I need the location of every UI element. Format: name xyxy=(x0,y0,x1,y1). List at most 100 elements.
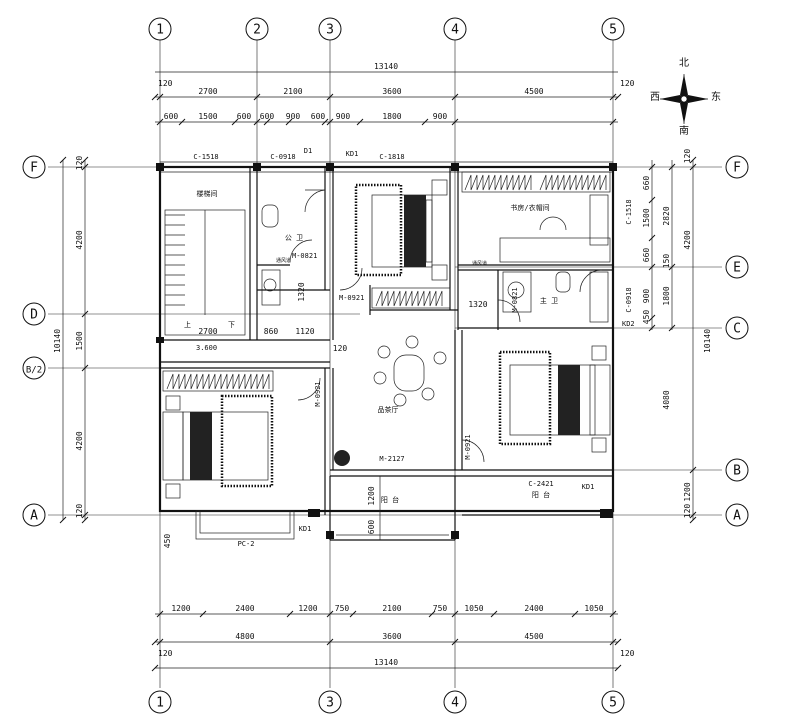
axis-bottom-4-label: 4 xyxy=(451,696,459,711)
top-total-dim: 13140 xyxy=(374,62,398,71)
axis-right-F-label: F xyxy=(733,161,741,176)
door-m0921c: M-0921 xyxy=(464,434,472,459)
stair-up: 上 xyxy=(184,320,191,329)
dimension-tick xyxy=(609,638,617,646)
bottom-offset-left: 120 xyxy=(158,649,173,658)
axis-top-3: 3 xyxy=(318,17,342,41)
axis-right-C: C xyxy=(725,316,749,340)
left-total: 10140 xyxy=(53,329,62,353)
structural-columns xyxy=(156,163,617,539)
window-c1518-top: C-1518 xyxy=(193,153,218,161)
dimension-tick xyxy=(231,118,239,126)
balcony-right-label: 阳 台 xyxy=(532,490,550,499)
bottom-detail-7: 1050 xyxy=(464,604,483,613)
dimension-tick xyxy=(609,93,617,101)
dimension-tick xyxy=(668,163,676,171)
dimension-tick xyxy=(59,516,67,524)
dimension-tick xyxy=(326,610,334,618)
top-detail-1: 600 xyxy=(164,112,179,121)
dimension-tick xyxy=(253,93,261,101)
left-sub-1: 120 xyxy=(75,156,84,171)
dimension-tick xyxy=(689,511,697,519)
bottom-detail-6: 750 xyxy=(433,604,448,613)
dimension-tick xyxy=(81,511,89,519)
right-inner-5: 450 xyxy=(642,310,651,325)
wardrobes xyxy=(162,171,611,392)
dimension-tick xyxy=(451,118,459,126)
left-sub-2: 4200 xyxy=(75,230,84,249)
axis-right-A-label: A xyxy=(733,509,741,524)
dimension-tick xyxy=(156,93,164,101)
axis-right-B-label: B xyxy=(733,464,741,479)
axis-top-3-label: 3 xyxy=(326,23,334,38)
left-dimensions: 120 4200 1500 4200 120 10140 450 xyxy=(53,156,172,549)
top-detail-5: 900 xyxy=(286,112,301,121)
bottom-dimensions: 1200 2400 1200 750 2100 750 1050 2400 10… xyxy=(158,604,635,667)
window-c1818: C-1818 xyxy=(379,153,404,161)
tea-room-label: 品茶厅 xyxy=(378,405,399,414)
left-extra: 450 xyxy=(163,534,172,549)
right-extra: 150 xyxy=(662,254,671,269)
dimension-tick xyxy=(156,638,164,646)
compass-east: 东 xyxy=(711,90,721,103)
dimension-tick xyxy=(614,664,622,672)
axis-bottom-4: 4 xyxy=(443,690,467,714)
top-span-4: 4500 xyxy=(524,87,543,96)
axis-right-F: F xyxy=(725,155,749,179)
dim-600-balcony: 600 xyxy=(367,520,376,535)
right-inner-2: 1500 xyxy=(642,208,651,227)
dimension-tick xyxy=(689,516,697,524)
dimension-tick xyxy=(451,610,459,618)
bottom-total-dim: 13140 xyxy=(374,658,398,667)
beds xyxy=(162,179,611,499)
axis-left-D: D xyxy=(22,302,46,326)
right-outer-1: 120 xyxy=(683,149,692,164)
axis-bottom-3: 3 xyxy=(318,690,342,714)
dimension-ticks xyxy=(59,93,697,672)
right-mid-2: 1800 xyxy=(662,286,671,305)
dim-1120-inner: 1120 xyxy=(295,327,314,336)
compass-rose: 北 西 东 南 xyxy=(650,57,721,137)
axis-top-1-label: 1 xyxy=(156,23,164,38)
window-c1518-right: C-1518 xyxy=(625,199,633,224)
top-span-2: 2100 xyxy=(283,87,302,96)
dimension-tick xyxy=(151,664,159,672)
dimension-tick xyxy=(648,196,656,204)
axis-left-B-2: B/2 xyxy=(22,356,46,380)
left-sub-3: 1500 xyxy=(75,331,84,350)
axis-bottom-1: 1 xyxy=(148,690,172,714)
door-m0921: M-0921 xyxy=(339,294,364,302)
window-c2421: C-2421 xyxy=(528,480,553,488)
label-kd1-right: KD1 xyxy=(582,483,595,491)
door-m0921b: M-0921 xyxy=(314,381,322,406)
top-offset-left: 120 xyxy=(158,79,173,88)
level-mark: 3.600 xyxy=(196,344,217,352)
axis-top-5: 5 xyxy=(601,17,625,41)
dimension-tick xyxy=(263,118,271,126)
top-detail-6: 600 xyxy=(311,112,326,121)
dimension-tick xyxy=(326,638,334,646)
dimension-tick xyxy=(151,638,159,646)
dimension-tick xyxy=(689,163,697,171)
dimension-tick xyxy=(428,610,436,618)
dimension-tick xyxy=(571,610,579,618)
bottom-detail-8: 2400 xyxy=(524,604,543,613)
dimension-tick xyxy=(151,93,159,101)
dimension-tick xyxy=(321,118,329,126)
bottom-span-1: 4800 xyxy=(235,632,254,641)
right-inner-1: 660 xyxy=(642,176,651,191)
label-kd1-left: KD1 xyxy=(299,525,312,533)
dimension-tick xyxy=(668,263,676,271)
right-outer-2: 4200 xyxy=(683,230,692,249)
dimension-tick xyxy=(81,156,89,164)
annotations: C-1518 C-0918 D1 KD1 C-1818 M-0821 M-092… xyxy=(184,147,635,548)
master-bath-label: 主 卫 xyxy=(540,296,558,305)
vent-label-a: 通风道 xyxy=(276,257,291,264)
axis-top-5-label: 5 xyxy=(609,23,617,38)
left-sub-4: 4200 xyxy=(75,431,84,450)
axis-left-B-2-label: B/2 xyxy=(26,366,42,376)
dimension-tick xyxy=(490,610,498,618)
top-span-3: 3600 xyxy=(382,87,401,96)
